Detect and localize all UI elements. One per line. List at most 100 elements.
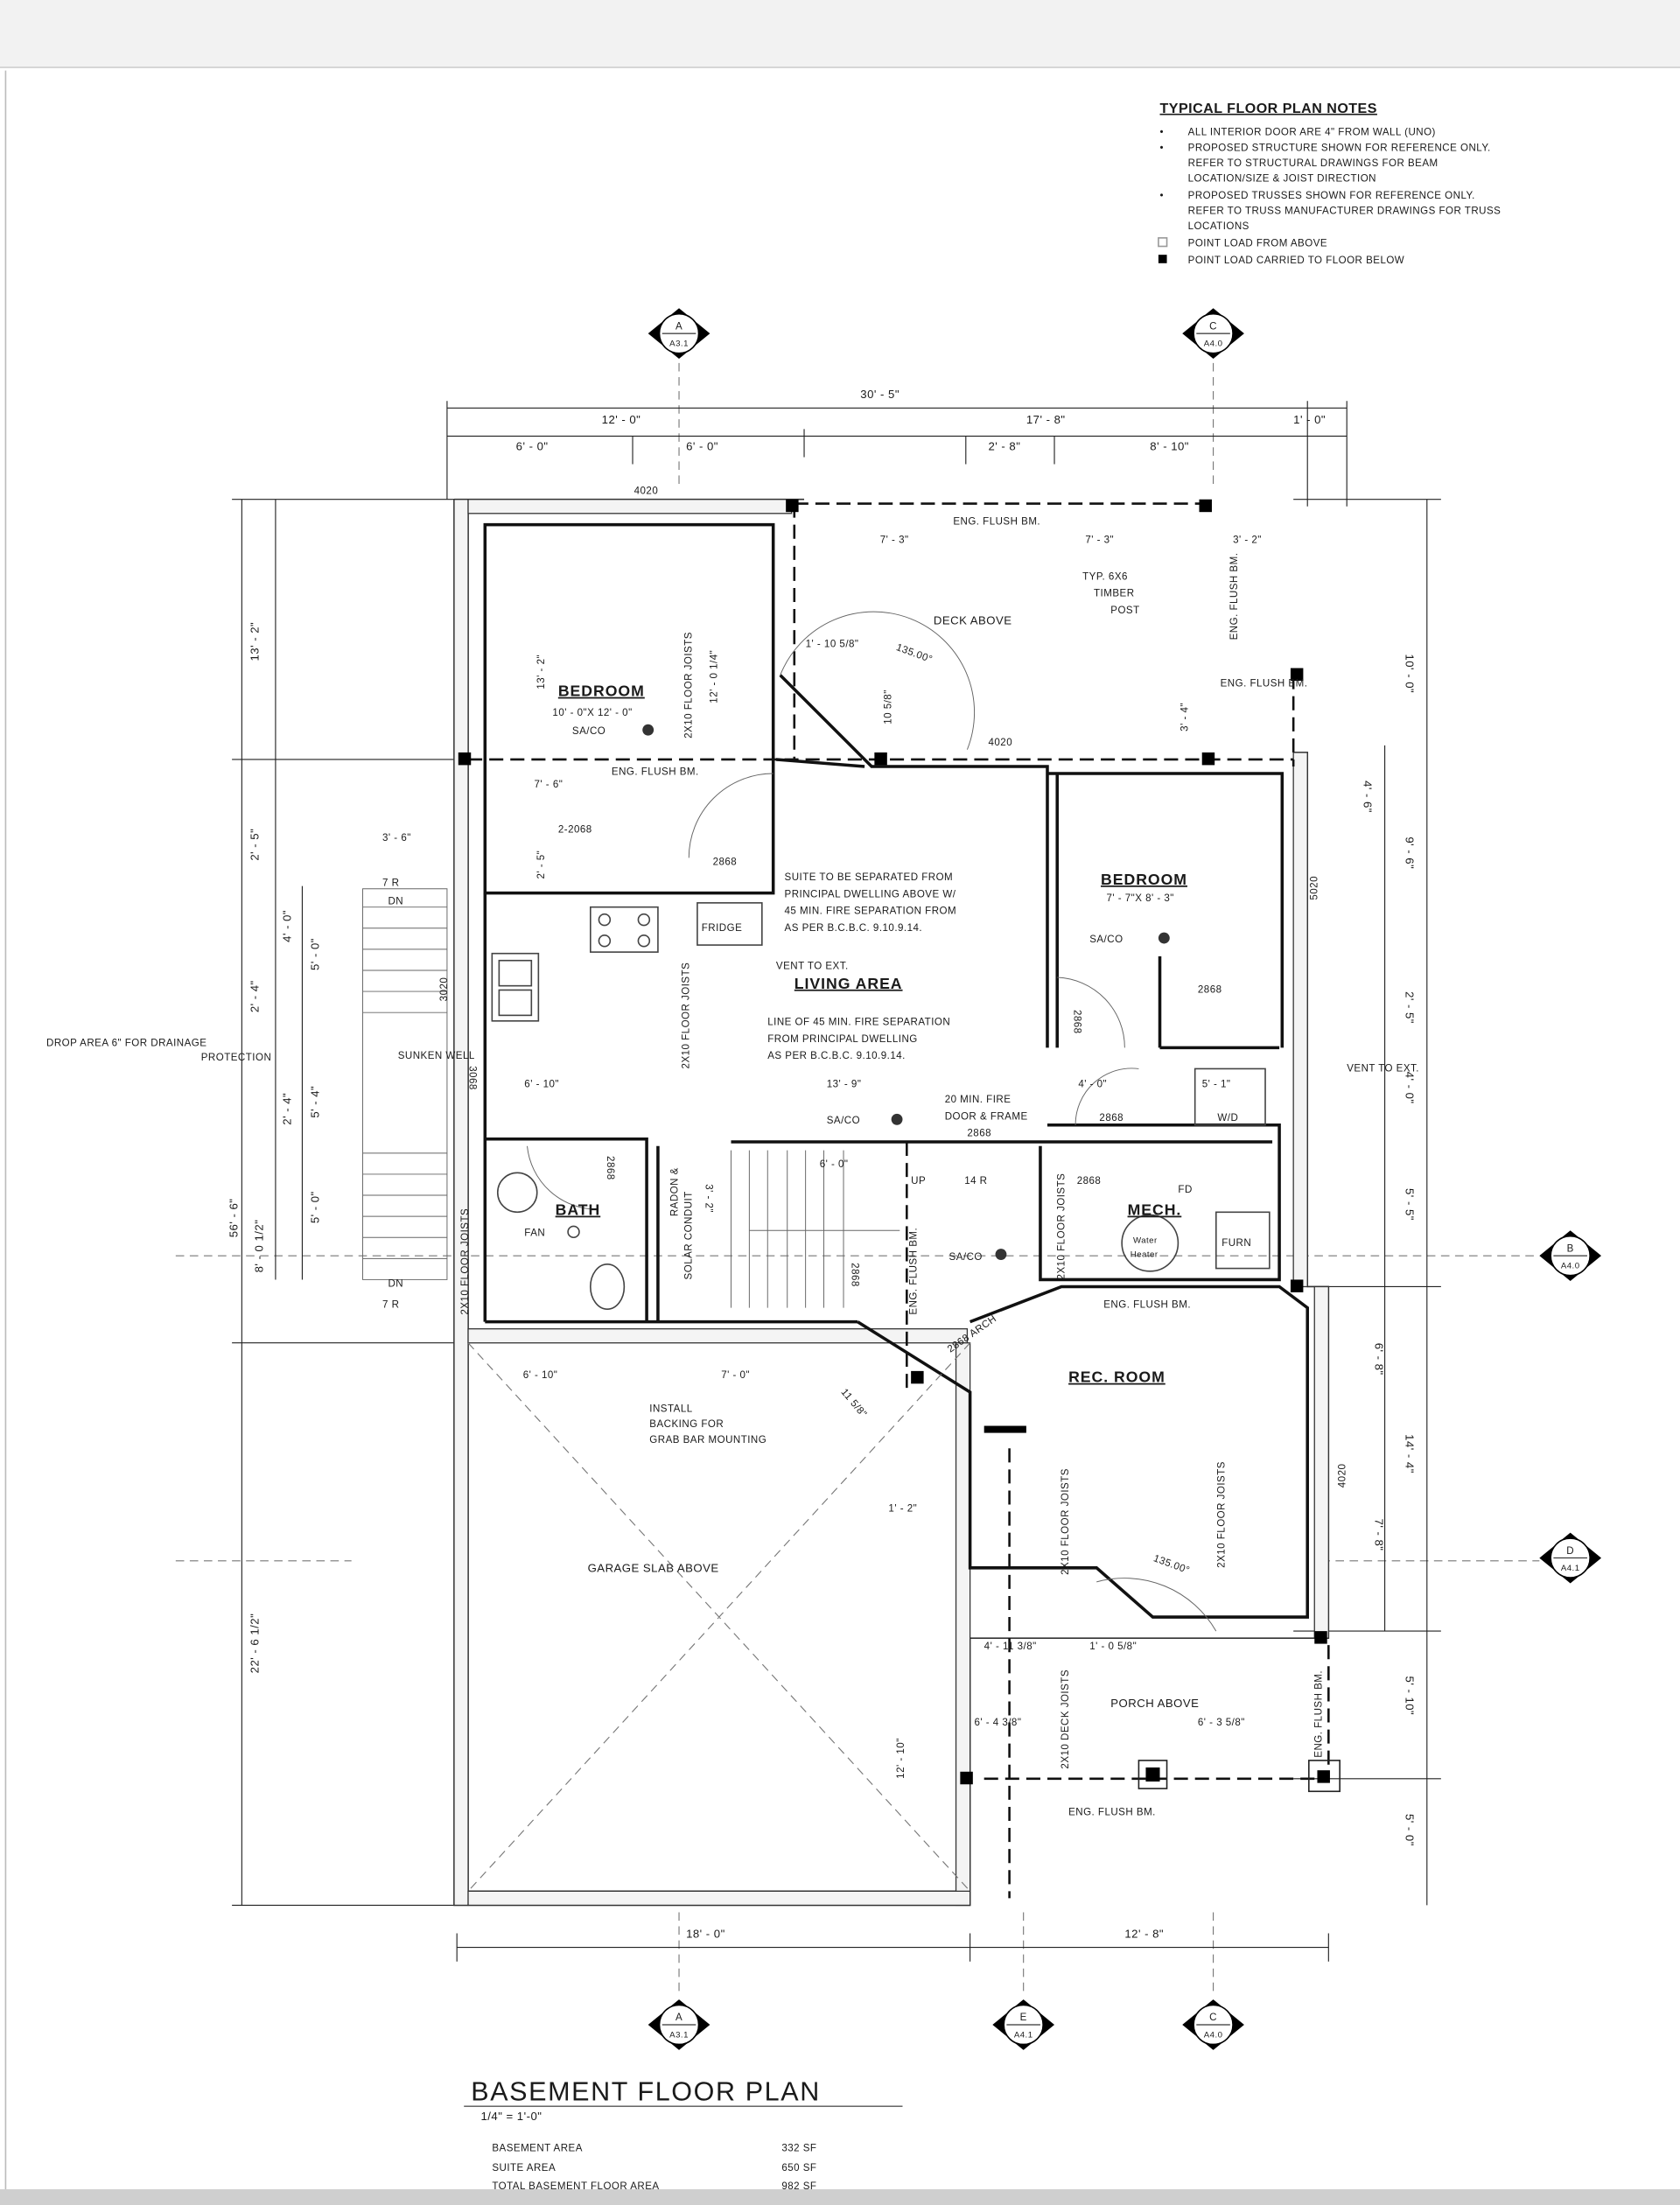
post-icon [911, 1370, 924, 1384]
section-marker-a-bottom[interactable]: A A3.1 [648, 1999, 710, 2050]
dimension-lines [232, 401, 1441, 1962]
dim-label: 6' - 0" [516, 439, 549, 452]
door-tag: 2868 [605, 1156, 615, 1180]
risers-label: 14 R [964, 1176, 987, 1186]
water-heater-label: Heater [1130, 1250, 1158, 1260]
section-sheet: A3.1 [669, 340, 689, 349]
drawing-scale: 1/4" = 1'-0" [480, 2110, 542, 2123]
suite-note: 45 MIN. FIRE SEPARATION FROM [785, 906, 957, 917]
section-marker-b-right[interactable]: B A4.0 [1539, 1230, 1602, 1282]
joist-label: 2X10 FLOOR JOISTS [1216, 1461, 1227, 1568]
room-bedroom-1: BEDROOM [558, 682, 645, 700]
legend-solid: POINT LOAD CARRIED TO FLOOR BELOW [1188, 256, 1405, 266]
drop-area-note: PROTECTION [201, 1053, 272, 1063]
dim-label: 10 5/8" [884, 690, 894, 724]
dim-label: 8' - 0 1/2" [252, 1220, 265, 1273]
dim-label: 5' - 0" [309, 1191, 322, 1223]
section-letter: C [1209, 2012, 1217, 2023]
range-icon [590, 906, 659, 953]
open-post-icon [1308, 1760, 1340, 1793]
dim-label: 12' - 0 1/4" [709, 650, 719, 704]
section-sheet: A4.1 [1014, 2030, 1033, 2040]
door-tag: 3068 [467, 1066, 478, 1090]
floor-plan-notes: TYPICAL FLOOR PLAN NOTES • ALL INTERIOR … [1158, 101, 1501, 266]
door-tag: 2868 [850, 1263, 860, 1287]
sa-co-label: SA/CO [949, 1252, 983, 1263]
section-letter: E [1020, 2012, 1027, 2023]
grab-bar-note: GRAB BAR MOUNTING [649, 1435, 766, 1446]
section-markers: A A3.1 C A4.0 A A3.1 E A4.1 C A4.0 [175, 308, 1602, 2050]
sunken-well: SUNKEN WELL [398, 1051, 475, 1061]
solid-square-icon [1158, 255, 1167, 263]
area-value: 332 SF [781, 2144, 816, 2154]
section-sheet: A3.1 [669, 2030, 689, 2040]
open-square-icon [1158, 237, 1168, 248]
dim-label: 1' - 2" [888, 1504, 917, 1515]
dim-label: 4' - 0" [1078, 1079, 1107, 1089]
room-bedroom-2: BEDROOM [1101, 871, 1187, 888]
window-tag: 4020 [1338, 1464, 1348, 1488]
post-label: POST [1110, 606, 1139, 616]
dim-label: 2' - 4" [281, 1093, 294, 1125]
room-living-area: LIVING AREA [794, 975, 903, 992]
deck-above: DECK ABOVE [934, 614, 1012, 627]
dim-label: 6' - 0" [686, 439, 718, 452]
post-icon [1199, 499, 1212, 513]
door-swing-deck [780, 611, 976, 750]
fire-line-note: FROM PRINCIPAL DWELLING [767, 1034, 917, 1045]
door-swing-bed1 [688, 773, 774, 858]
dim-label: 5' - 1" [1202, 1079, 1231, 1089]
dim-label: 4' - 0" [281, 910, 294, 942]
furnace-label: FURN [1222, 1238, 1251, 1249]
beam-label: ENG. FLUSH BM. [612, 767, 699, 778]
beam-label: ENG. FLUSH BM. [953, 517, 1040, 528]
bedroom-1-walls [483, 522, 775, 895]
post-icon [1145, 1767, 1160, 1782]
dim-label: 10' - 0" [1404, 654, 1417, 693]
post-icon [960, 1771, 973, 1785]
title-block: BASEMENT FLOOR PLAN 1/4" = 1'-0" BASEMEN… [464, 2077, 903, 2192]
dim-label: 7' - 3" [1085, 536, 1114, 546]
dim-label: 1' - 0" [1293, 413, 1326, 426]
door-swing-rec [1096, 1578, 1217, 1632]
door-swing-bed2 [1057, 976, 1125, 1048]
smoke-alarm-icon [1158, 932, 1170, 944]
dim-label: 1' - 0 5/8" [1089, 1642, 1137, 1652]
section-marker-a-top[interactable]: A A3.1 [648, 308, 710, 360]
stair-down-label: DN [388, 1278, 403, 1289]
dim-label: 135.00° [894, 642, 934, 665]
beam-label: ENG. FLUSH BM. [1103, 1300, 1191, 1311]
section-marker-c-bottom[interactable]: C A4.0 [1182, 1999, 1244, 2050]
joist-label: 2X10 FLOOR JOISTS [1056, 1173, 1067, 1280]
post-icon [1317, 1770, 1330, 1783]
door-tag: 2868 [1099, 1113, 1124, 1124]
smoke-alarm-icon [642, 724, 654, 736]
sa-co-label: SA/CO [827, 1116, 860, 1126]
solar-label: SOLAR CONDUIT [683, 1191, 694, 1279]
section-marker-e-bottom[interactable]: E A4.1 [992, 1999, 1055, 2050]
suite-note: PRINCIPAL DWELLING ABOVE W/ [785, 889, 956, 900]
section-marker-c-top[interactable]: C A4.0 [1182, 308, 1244, 360]
bullet-icon: • [1160, 128, 1165, 138]
dim-label: 12' - 10" [896, 1738, 906, 1779]
dim-label: 8' - 10" [1150, 439, 1189, 452]
dim-label: 22' - 6 1/2" [248, 1614, 262, 1674]
note-line: REFER TO STRUCTURAL DRAWINGS FOR BEAM [1188, 158, 1438, 169]
section-letter: D [1566, 1546, 1574, 1557]
window-tag: 5020 [1309, 876, 1320, 900]
door-swing-hall [1074, 1068, 1139, 1125]
risers-label: 7 R [382, 1300, 399, 1311]
door-tag: 2868 [1072, 1010, 1082, 1034]
beam-label: ENG. FLUSH BM. [1313, 1670, 1324, 1758]
dim-label: 6' - 4 3/8" [974, 1718, 1021, 1728]
dim-label: 3' - 2" [1233, 536, 1262, 546]
section-marker-d-right[interactable]: D A4.1 [1539, 1532, 1602, 1584]
dim-label: 13' - 9" [827, 1079, 862, 1089]
stair-up-label: UP [911, 1176, 926, 1186]
legend-open: POINT LOAD FROM ABOVE [1188, 239, 1327, 249]
note-line: ALL INTERIOR DOOR ARE 4" FROM WALL (UNO) [1188, 128, 1436, 138]
door-swing-bath [527, 1145, 598, 1210]
dim-label: 2' - 4" [248, 980, 262, 1012]
smoke-alarm-icon [995, 1249, 1007, 1260]
